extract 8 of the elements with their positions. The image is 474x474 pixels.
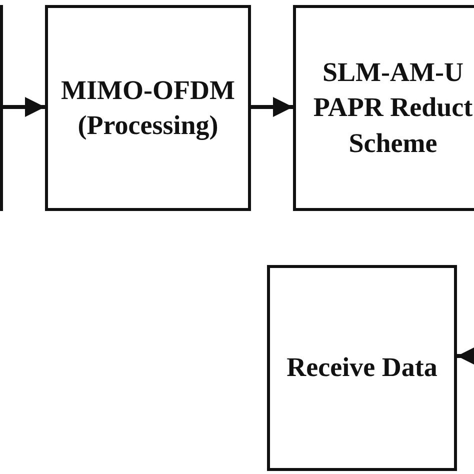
box-label: Receive Data — [286, 351, 438, 384]
arrow — [3, 97, 45, 117]
arrow — [457, 346, 474, 366]
box-label: MIMO-OFDM (Processing) — [60, 74, 236, 142]
process-box — [45, 5, 251, 211]
process-box — [267, 265, 457, 471]
box-label: SLM-AM-U PAPR Reduct Scheme — [312, 56, 474, 160]
arrow — [251, 97, 293, 117]
